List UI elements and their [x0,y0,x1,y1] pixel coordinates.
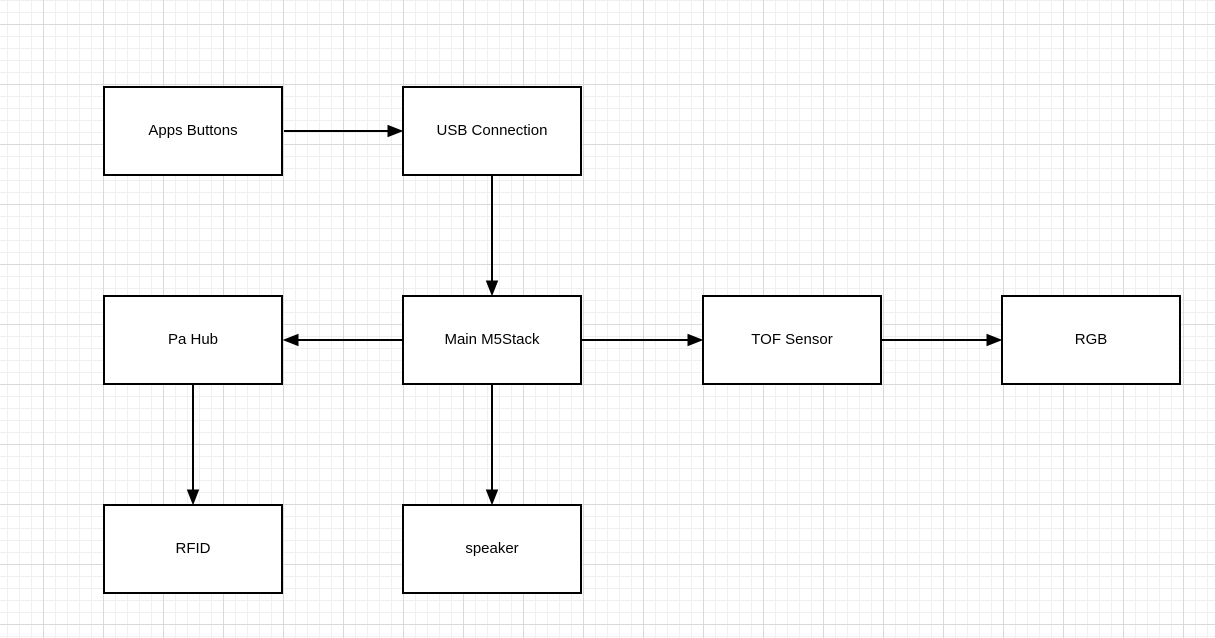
edge-main-m5stack-to-pa-hub[interactable] [282,333,402,347]
node-usb-connection-label: USB Connection [436,122,548,139]
node-tof-sensor[interactable]: TOF Sensor [702,295,882,385]
node-speaker[interactable]: speaker [402,504,582,594]
node-rgb[interactable]: RGB [1001,295,1181,385]
node-pa-hub-label: Pa Hub [167,331,219,348]
node-usb-connection[interactable]: USB Connection [402,86,582,176]
node-apps-buttons-label: Apps Buttons [148,122,238,139]
node-main-m5stack-label: Main M5Stack [444,331,540,348]
edge-usb-connection-to-main-m5stack[interactable] [485,176,499,297]
node-speaker-label: speaker [465,540,519,557]
edge-main-m5stack-to-tof-sensor[interactable] [582,333,704,347]
node-rgb-label: RGB [1074,331,1108,348]
node-tof-sensor-label: TOF Sensor [751,331,833,348]
edge-apps-buttons-to-usb-connection[interactable] [284,124,404,138]
node-apps-buttons[interactable]: Apps Buttons [103,86,283,176]
node-rfid-label: RFID [175,540,211,557]
node-main-m5stack[interactable]: Main M5Stack [402,295,582,385]
node-rfid[interactable]: RFID [103,504,283,594]
edge-pa-hub-to-rfid[interactable] [186,385,200,506]
node-pa-hub[interactable]: Pa Hub [103,295,283,385]
edge-tof-sensor-to-rgb[interactable] [882,333,1003,347]
edge-main-m5stack-to-speaker[interactable] [485,385,499,506]
